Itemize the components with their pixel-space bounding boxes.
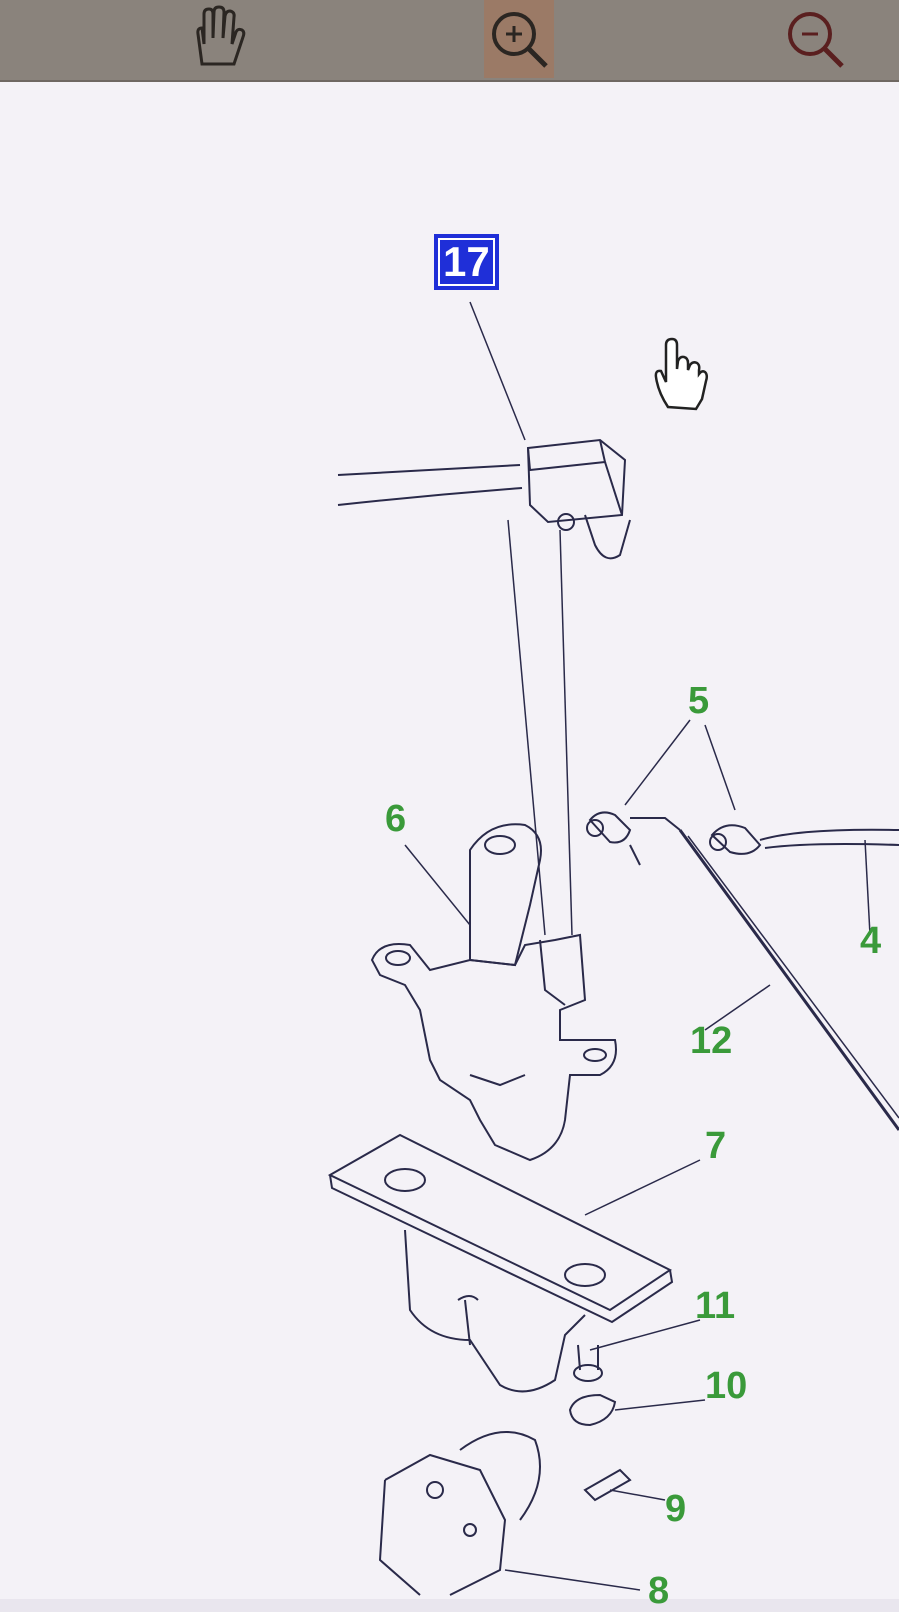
hand-icon [196, 5, 246, 66]
callout-part-5[interactable]: 5 [688, 680, 710, 722]
zoom-out-icon [788, 12, 844, 68]
callout-part-9[interactable]: 9 [665, 1488, 687, 1530]
zoom-in-tool-button[interactable] [484, 0, 554, 78]
zoom-in-icon [492, 12, 548, 68]
hand-pointer-cursor-icon [654, 337, 709, 411]
exploded-parts-drawing [327, 301, 899, 1596]
callout-part-4[interactable]: 4 [860, 920, 882, 962]
callout-part-6[interactable]: 6 [385, 798, 407, 840]
callout-part-12[interactable]: 12 [690, 1020, 733, 1062]
viewer-toolbar [0, 0, 899, 82]
callout-part-10[interactable]: 10 [705, 1365, 748, 1407]
pan-tool-button[interactable] [170, 0, 260, 78]
callout-part-11[interactable]: 11 [695, 1285, 736, 1327]
zoom-out-tool-button[interactable] [775, 0, 855, 78]
callout-part-17[interactable]: 17 [434, 234, 499, 290]
callout-part-8[interactable]: 8 [648, 1570, 670, 1612]
parts-diagram-canvas[interactable]: 17 5 6 4 12 7 11 10 9 8 [0, 82, 899, 1610]
callout-part-7[interactable]: 7 [705, 1125, 727, 1167]
